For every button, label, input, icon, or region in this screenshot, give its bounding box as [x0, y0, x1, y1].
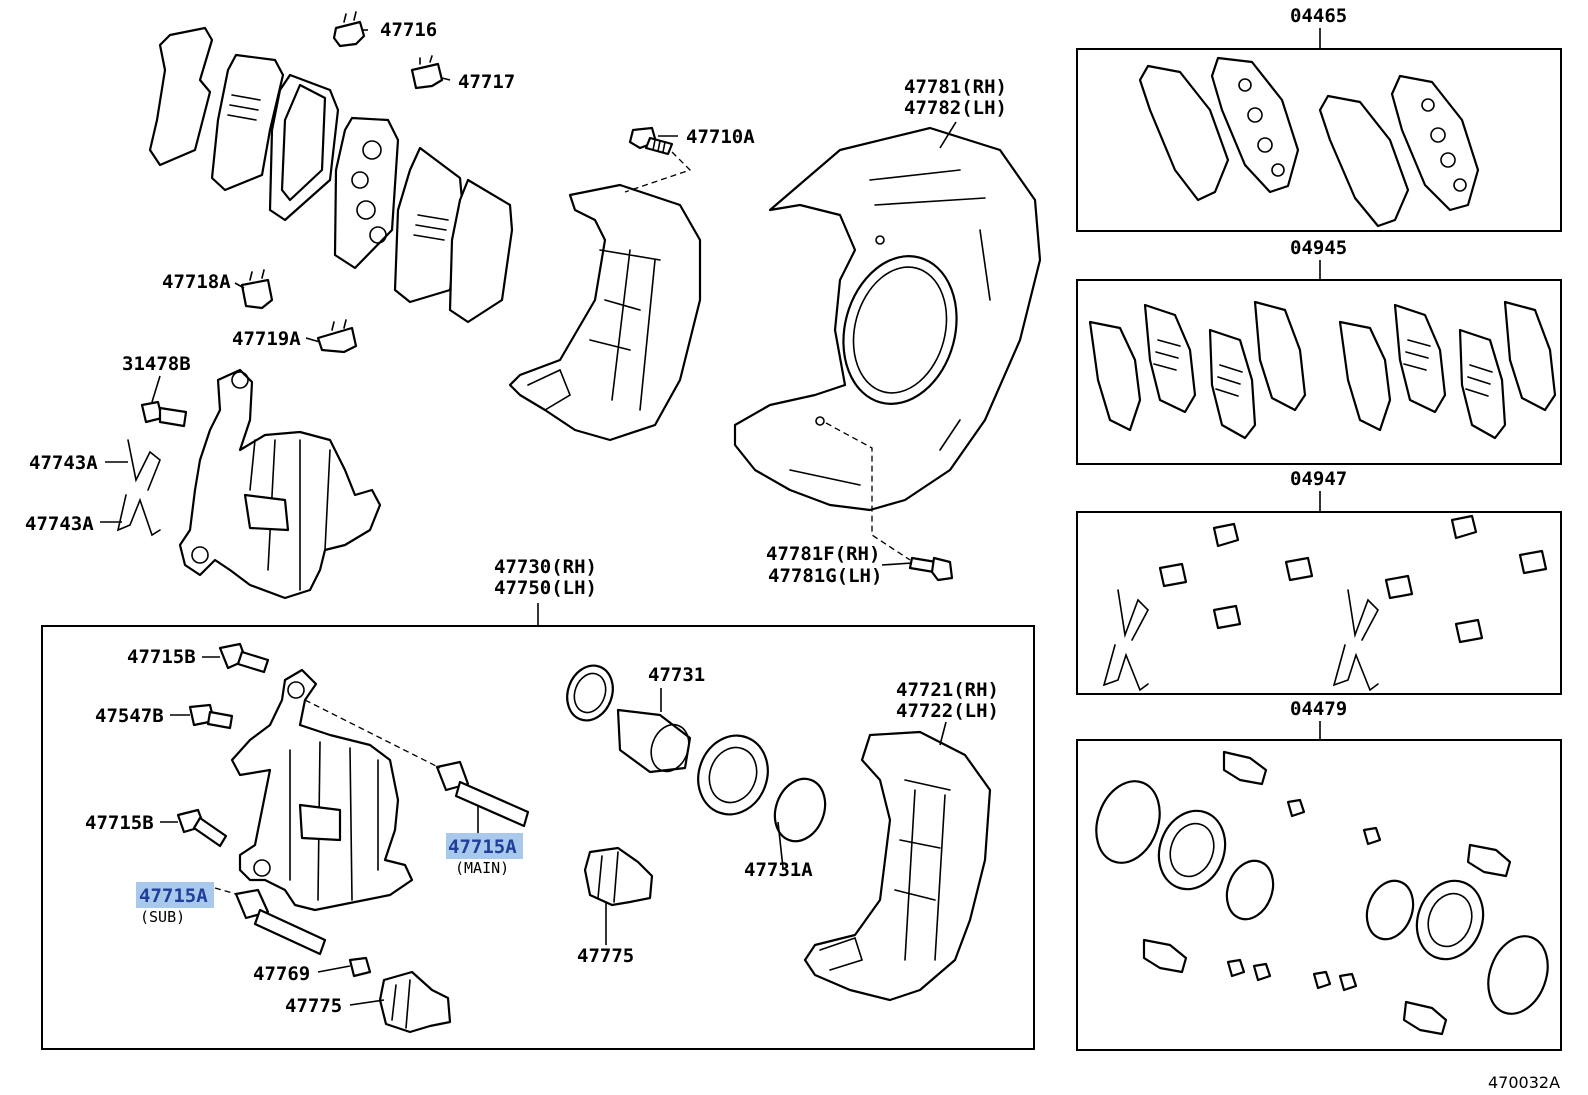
torque-plate-47721[interactable] [803, 730, 992, 1002]
seal-47731-ring[interactable] [560, 659, 620, 727]
label-47782-lh: 47782(LH) [904, 97, 1007, 119]
note-main: (MAIN) [455, 859, 509, 877]
ring-47731A[interactable] [767, 772, 834, 849]
kit-frame-04947[interactable] [1076, 511, 1562, 695]
label-47781-rh: 47781(RH) [904, 76, 1007, 98]
pin-47715A-main[interactable] [435, 760, 530, 828]
label-47781F-rh: 47781F(RH) [766, 543, 880, 565]
kit-number-04465: 04465 [1290, 5, 1347, 27]
pin-47715A-sub[interactable] [234, 888, 327, 956]
clip-47718A[interactable] [240, 269, 274, 310]
label-47743A-lower: 47743A [25, 513, 94, 535]
label-47715B-lower: 47715B [85, 812, 154, 834]
boot-piston[interactable] [687, 726, 778, 824]
label-47750-lh: 47750(LH) [494, 577, 597, 599]
boot-47775-left[interactable] [378, 970, 452, 1034]
piston-47731[interactable] [616, 708, 695, 777]
kit-number-04947: 04947 [1290, 468, 1347, 490]
spring-47743A-upper[interactable] [127, 439, 161, 491]
label-47715B-upper: 47715B [127, 646, 196, 668]
clip-47717[interactable] [410, 55, 444, 90]
label-47716: 47716 [380, 19, 437, 41]
bleeder-31478B[interactable] [140, 400, 188, 428]
label-47769: 47769 [253, 963, 310, 985]
bolt-47715B-upper[interactable] [218, 642, 270, 674]
label-47710A: 47710A [686, 126, 755, 148]
label-47718A: 47718A [162, 271, 231, 293]
torque-plate[interactable] [508, 183, 702, 442]
clip-47719A[interactable] [316, 319, 358, 354]
kit-number-04945: 04945 [1290, 237, 1347, 259]
label-47722-lh: 47722(LH) [896, 700, 999, 722]
caliper-body-exploded[interactable] [230, 668, 414, 912]
pad-shim-stack[interactable] [148, 26, 514, 324]
label-47731A: 47731A [744, 859, 813, 881]
label-47781G-lh: 47781G(LH) [768, 565, 882, 587]
boot-47775-mid[interactable] [583, 846, 654, 907]
label-47731: 47731 [648, 664, 705, 686]
kit-04479-seals [1095, 750, 1549, 1036]
bolt-47715B-lower[interactable] [176, 808, 228, 848]
label-31478B: 31478B [122, 353, 191, 375]
caliper-assembly[interactable] [178, 368, 382, 600]
label-47721-rh: 47721(RH) [896, 679, 999, 701]
clip-47716[interactable] [332, 11, 366, 48]
kit-frame-04465[interactable] [1076, 48, 1562, 232]
kit-04945-shims [1088, 300, 1557, 440]
label-47715A-main[interactable]: 47715A [448, 836, 517, 858]
bolt-47547B[interactable] [188, 703, 234, 730]
highlight-47715A-sub [136, 882, 214, 908]
kit-frame-04945[interactable] [1076, 279, 1562, 465]
label-47719A: 47719A [232, 328, 301, 350]
note-sub: (SUB) [140, 908, 185, 926]
bolt-47781F[interactable] [908, 556, 954, 582]
kit-04465-pads [1138, 56, 1480, 228]
highlight-47715A-main [446, 833, 523, 859]
spring-47743A-lower[interactable] [116, 494, 161, 537]
label-47547B: 47547B [95, 705, 164, 727]
kit-04947-clips [1102, 514, 1548, 692]
nut-47769[interactable] [348, 956, 372, 978]
label-47715A-sub[interactable]: 47715A [139, 885, 208, 907]
label-47730-rh: 47730(RH) [494, 556, 597, 578]
label-47743A-upper: 47743A [29, 452, 98, 474]
label-47775-mid: 47775 [577, 945, 634, 967]
kit-frame-04479[interactable] [1076, 739, 1562, 1051]
label-47775-left: 47775 [285, 995, 342, 1017]
kit-number-04479: 04479 [1290, 698, 1347, 720]
label-47717: 47717 [458, 71, 515, 93]
dust-cover[interactable] [733, 126, 1042, 512]
figure-code: 470032A [1488, 1073, 1560, 1092]
bolt-47710A[interactable] [628, 126, 674, 156]
